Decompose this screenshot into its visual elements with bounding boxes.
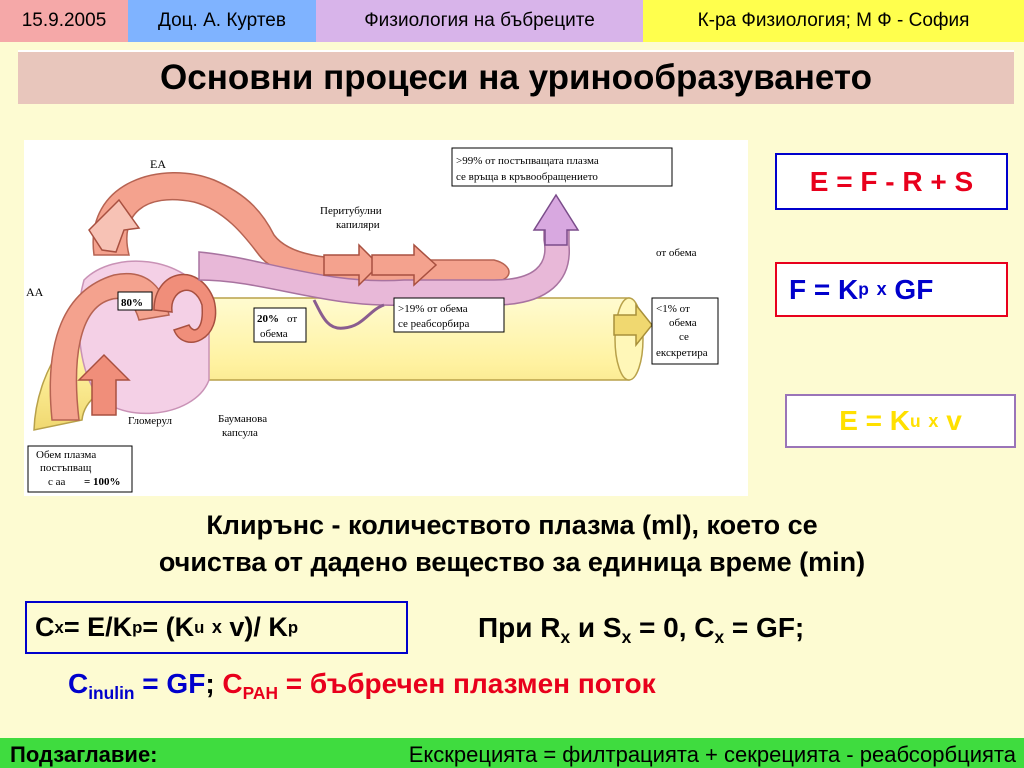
condition-eq0: = 0, C — [631, 612, 715, 643]
inulin-sub: inulin — [88, 683, 135, 704]
clearance-x: x — [211, 617, 222, 637]
reabs-label-box — [393, 297, 505, 333]
label-aa: АА — [26, 285, 44, 299]
excr-label-box — [651, 297, 719, 365]
p20-label-box — [253, 307, 307, 343]
equation-f-x: x — [876, 279, 887, 299]
label-excr-4: екскретира — [656, 347, 708, 359]
label-p80: 80% — [121, 297, 143, 309]
clearance-v: v)/ K — [229, 612, 288, 642]
condition-text: При Rx и Sx = 0, Cx = GF; — [478, 612, 804, 648]
clearance-sub-u: u — [194, 617, 205, 637]
excretion-arrow — [613, 302, 653, 348]
header-author: Доц. А. Куртев — [128, 0, 316, 42]
label-p20-b: обема — [260, 328, 288, 340]
label-excr-3: се — [679, 331, 689, 343]
return-label-box — [451, 147, 673, 187]
definition-line-2: очиства от дадено вещество за единица вр… — [158, 547, 866, 577]
label-of-volume: от обема — [656, 247, 697, 259]
footer-text: Екскрецията = филтрацията + секрецията -… — [408, 742, 1016, 767]
clearance-eq-e: = E/K — [63, 612, 133, 642]
equation-ku-sub: u — [910, 410, 921, 431]
clearance-c: C — [35, 612, 55, 642]
footer-bar: Подзаглавие: Екскрецията = филтрацията +… — [0, 738, 1024, 768]
equation-e: E = F - R + S — [809, 165, 974, 197]
equation-ku-lhs: E = K — [839, 405, 911, 436]
efferent-arteriole — [92, 172, 510, 283]
inulin-pah-line: Cinulin = GF; CPAH = бъбречен плазмен по… — [68, 668, 656, 704]
glomerular-loop — [153, 273, 217, 343]
nephron-diagram: ЕА АА Перитубулни капиляри >99% от постъ… — [24, 140, 748, 496]
label-capillaries-1: Перитубулни — [320, 205, 382, 217]
pah-c: C — [214, 668, 243, 699]
footer-label: Подзаглавие: — [10, 742, 158, 767]
pah-eq: = бъбречен плазмен поток — [278, 668, 656, 699]
condition-eqgf: = GF; — [724, 612, 805, 643]
clearance-sub-p: p — [132, 617, 143, 637]
pah-sub: PAH — [242, 683, 279, 704]
label-p20-pct: 20% — [257, 313, 279, 325]
upward-return-arrow — [532, 193, 580, 246]
label-glomerulus: Гломерул — [128, 415, 173, 427]
equation-ku-rhs: v — [946, 405, 962, 436]
reabsorption-arrow-2 — [371, 243, 438, 287]
equation-f-lhs: F = K — [789, 273, 859, 305]
label-excr-1: <1% от — [656, 303, 690, 315]
slide-title: Основни процеси на уринообразуването — [18, 50, 1014, 104]
header-date: 15.9.2005 — [0, 0, 128, 42]
label-capsule-1: Бауманова — [218, 413, 267, 425]
clearance-sub-x: x — [54, 617, 64, 637]
efferent-flow-arrow — [88, 198, 141, 253]
inulin-semi: ; — [205, 668, 215, 699]
equation-f-sub: p — [858, 279, 869, 299]
label-inflow-1: Обем плазма — [36, 449, 96, 461]
label-p20-a: от — [287, 313, 297, 325]
label-inflow-4: = 100% — [84, 476, 121, 488]
condition-pre: При R — [478, 612, 561, 643]
label-ea: ЕА — [150, 157, 166, 171]
condition-sub-2: x — [621, 627, 632, 648]
label-capsule-2: капсула — [222, 427, 258, 439]
inulin-eq: = GF — [134, 668, 206, 699]
header-dept: К-ра Физиология; М Ф - София — [643, 0, 1024, 42]
peritubular-capillary — [198, 229, 570, 306]
label-return-1: >99% от постъпващата плазма — [456, 155, 599, 167]
p80-label-box — [117, 291, 153, 311]
label-reabs-1: >19% от обема — [398, 303, 468, 315]
equation-e-box: E = F - R + S — [775, 153, 1008, 210]
label-excr-2: обема — [669, 317, 697, 329]
label-capillaries-2: капиляри — [336, 219, 380, 231]
inflow-label-box — [27, 445, 133, 493]
equation-f-rhs: GF — [894, 273, 934, 305]
condition-sub-1: x — [560, 627, 571, 648]
definition-line-1: Клирънс - количеството плазма (ml), коет… — [206, 510, 818, 540]
header-topic: Физиология на бъбреците — [316, 0, 643, 42]
reabsorption-arrow-1 — [323, 243, 381, 287]
inulin-c: C — [68, 668, 89, 699]
label-return-2: се връща в кръвообращението — [456, 171, 598, 183]
label-inflow-2: постъпващ — [40, 462, 92, 474]
label-inflow-3: с аа — [48, 476, 66, 488]
equation-ku-x: x — [928, 410, 939, 431]
clearance-eq-paren: = (K — [142, 612, 195, 642]
clearance-sub-p2: p — [287, 617, 299, 637]
filtration-arrow — [312, 299, 385, 330]
afferent-flow-arrow — [77, 353, 131, 416]
label-reabs-2: се реабсорбира — [398, 318, 470, 330]
condition-sub-3: x — [714, 627, 725, 648]
condition-and-s: и S — [570, 612, 622, 643]
